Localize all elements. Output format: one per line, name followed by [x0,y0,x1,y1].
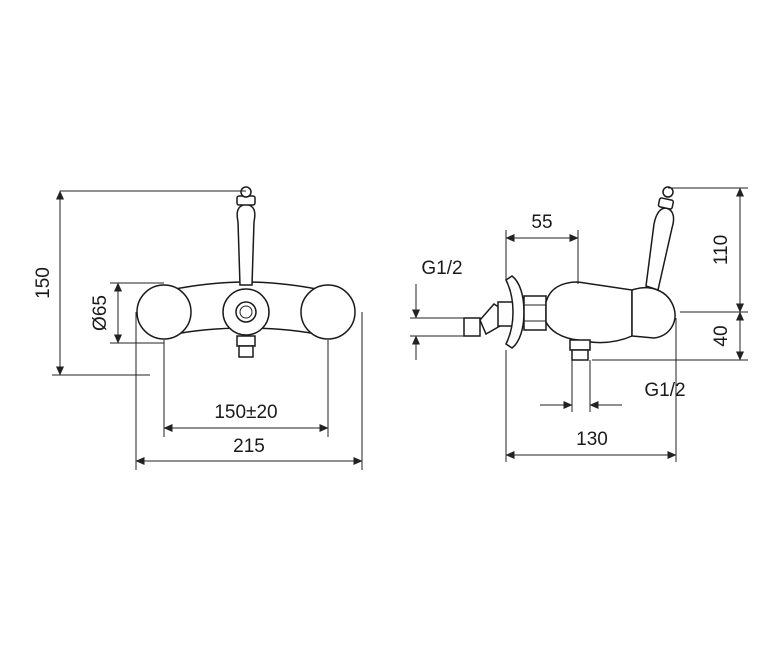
inlet-thread-label: G1/2 [421,258,462,279]
outlet-height-dimension-40: 40 [592,311,748,361]
projection-label: 55 [531,212,552,233]
front-lever-handle [236,186,256,286]
lever-height-dimension-110: 110 [668,187,748,313]
side-view: 55 G1/2 G1/2 130 [410,186,748,462]
side-lever-dome [631,287,676,339]
height-dimension-150: 150 [33,190,246,376]
outlet-thread-label: G1/2 [644,380,685,401]
depth-label: 130 [576,429,608,450]
centers-dimension: 150±20 [163,340,329,437]
side-inlet-connector [463,301,515,337]
outlet-thread-dimension: G1/2 [540,360,686,412]
front-outlet-spout [236,335,256,358]
lever-height-label: 110 [711,235,732,265]
outlet-height-label: 40 [711,325,732,346]
side-hex-nut [523,295,547,331]
height-label: 150 [33,267,54,299]
front-mixer-body [136,281,356,340]
diameter-dimension-65: Ø65 [90,282,164,344]
depth-dimension-130: 130 [505,318,677,462]
inlet-thread-dimension: G1/2 [410,258,464,360]
centers-label: 150±20 [214,402,277,423]
projection-dimension-55: 55 [505,212,579,284]
width-dimension-215: 215 [135,312,363,470]
side-outlet-spout [569,339,591,361]
front-view: 150 Ø65 150±20 215 [33,186,363,470]
side-mixer-body [545,281,633,344]
diameter-label: Ø65 [90,295,111,331]
width-label: 215 [233,436,265,457]
side-lever-handle [645,186,675,291]
